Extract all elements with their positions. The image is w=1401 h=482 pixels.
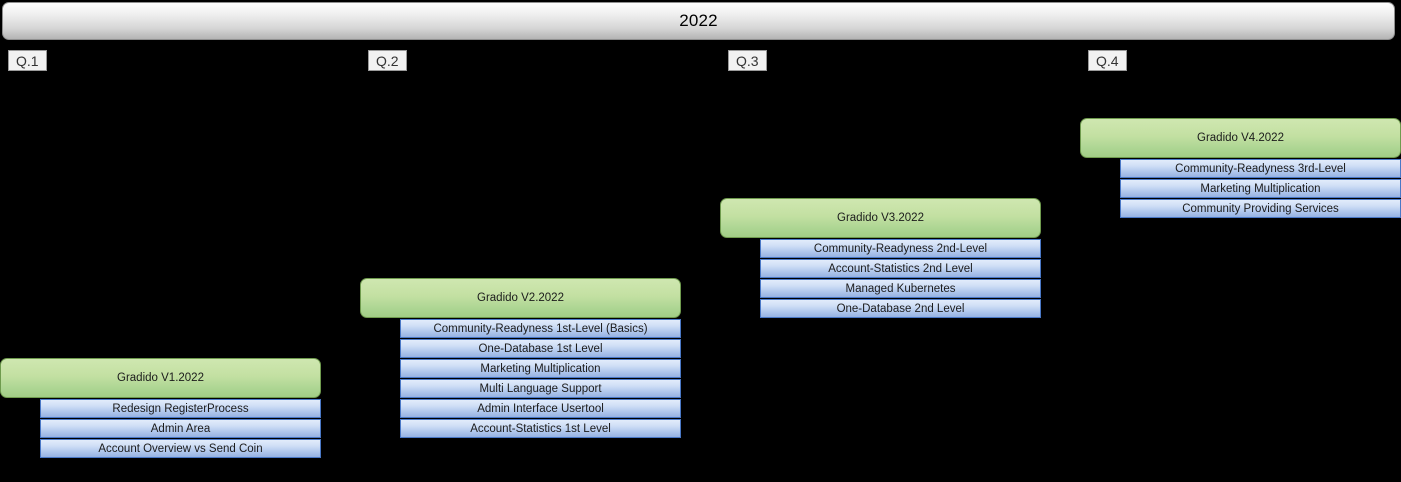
- version-group-header[interactable]: Gradido V4.2022: [1080, 118, 1401, 158]
- year-title-label: 2022: [679, 11, 718, 30]
- version-group-item-label: Multi Language Support: [479, 382, 602, 395]
- version-group-item-label: Community-Readyness 3rd-Level: [1175, 162, 1346, 175]
- version-group-item[interactable]: Admin Interface Usertool: [400, 399, 681, 418]
- version-group-item-label: Community-Readyness 1st-Level (Basics): [433, 322, 648, 335]
- quarter-label: Q.1: [16, 52, 39, 69]
- version-group-item-label: Account-Statistics 1st Level: [470, 422, 611, 435]
- version-group-item-label: Marketing Multiplication: [480, 362, 601, 375]
- version-group-item[interactable]: Managed Kubernetes: [760, 279, 1041, 298]
- version-group-item-label: Redesign RegisterProcess: [112, 402, 249, 415]
- version-group-item[interactable]: Community Providing Services: [1120, 199, 1401, 218]
- quarter-marker-1: Q.1: [8, 50, 47, 71]
- version-group-item-label: Admin Interface Usertool: [477, 402, 604, 415]
- quarter-marker-3: Q.3: [728, 50, 767, 71]
- version-group-item[interactable]: Community-Readyness 3rd-Level: [1120, 159, 1401, 178]
- quarter-marker-2: Q.2: [368, 50, 407, 71]
- version-group-header-label: Gradido V4.2022: [1197, 132, 1284, 144]
- version-group-item[interactable]: Multi Language Support: [400, 379, 681, 398]
- version-group-item-label: Account-Statistics 2nd Level: [828, 262, 973, 275]
- version-group-item-label: Community Providing Services: [1182, 202, 1339, 215]
- version-group-header-label: Gradido V3.2022: [837, 212, 924, 224]
- version-group-header[interactable]: Gradido V1.2022: [0, 358, 321, 398]
- version-group-item-list: Community-Readyness 1st-Level (Basics) On…: [400, 319, 681, 438]
- version-group-item-label: Community-Readyness 2nd-Level: [813, 242, 988, 255]
- version-group-item[interactable]: One-Database 1st Level: [400, 339, 681, 358]
- version-group-item[interactable]: Marketing Multiplication: [400, 359, 681, 378]
- version-group-item[interactable]: Account Overview vs Send Coin: [40, 439, 321, 458]
- version-group-item[interactable]: One-Database 2nd Level: [760, 299, 1041, 318]
- version-group-item[interactable]: Account-Statistics 2nd Level: [760, 259, 1041, 278]
- year-title-bar: 2022: [2, 2, 1395, 40]
- quarter-label: Q.4: [1096, 52, 1119, 69]
- version-group-item-label: Account Overview vs Send Coin: [98, 442, 263, 455]
- version-group-item[interactable]: Marketing Multiplication: [1120, 179, 1401, 198]
- version-group-item-label: One-Database 2nd Level: [836, 302, 965, 315]
- version-group-item[interactable]: Account-Statistics 1st Level: [400, 419, 681, 438]
- version-group-header-label: Gradido V2.2022: [477, 292, 564, 304]
- version-group-header[interactable]: Gradido V3.2022: [720, 198, 1041, 238]
- version-group-item[interactable]: Redesign RegisterProcess: [40, 399, 321, 418]
- version-group-item[interactable]: Admin Area: [40, 419, 321, 438]
- version-group-header-label: Gradido V1.2022: [117, 372, 204, 384]
- version-group-item-label: Admin Area: [150, 422, 211, 435]
- quarter-label: Q.2: [376, 52, 399, 69]
- quarter-marker-4: Q.4: [1088, 50, 1127, 71]
- version-group-header[interactable]: Gradido V2.2022: [360, 278, 681, 318]
- quarter-label: Q.3: [736, 52, 759, 69]
- version-group-item-label: One-Database 1st Level: [478, 342, 603, 355]
- version-group-item[interactable]: Community-Readyness 1st-Level (Basics): [400, 319, 681, 338]
- version-group-item[interactable]: Community-Readyness 2nd-Level: [760, 239, 1041, 258]
- version-group-item-label: Marketing Multiplication: [1200, 182, 1321, 195]
- version-group-item-label: Managed Kubernetes: [845, 282, 956, 295]
